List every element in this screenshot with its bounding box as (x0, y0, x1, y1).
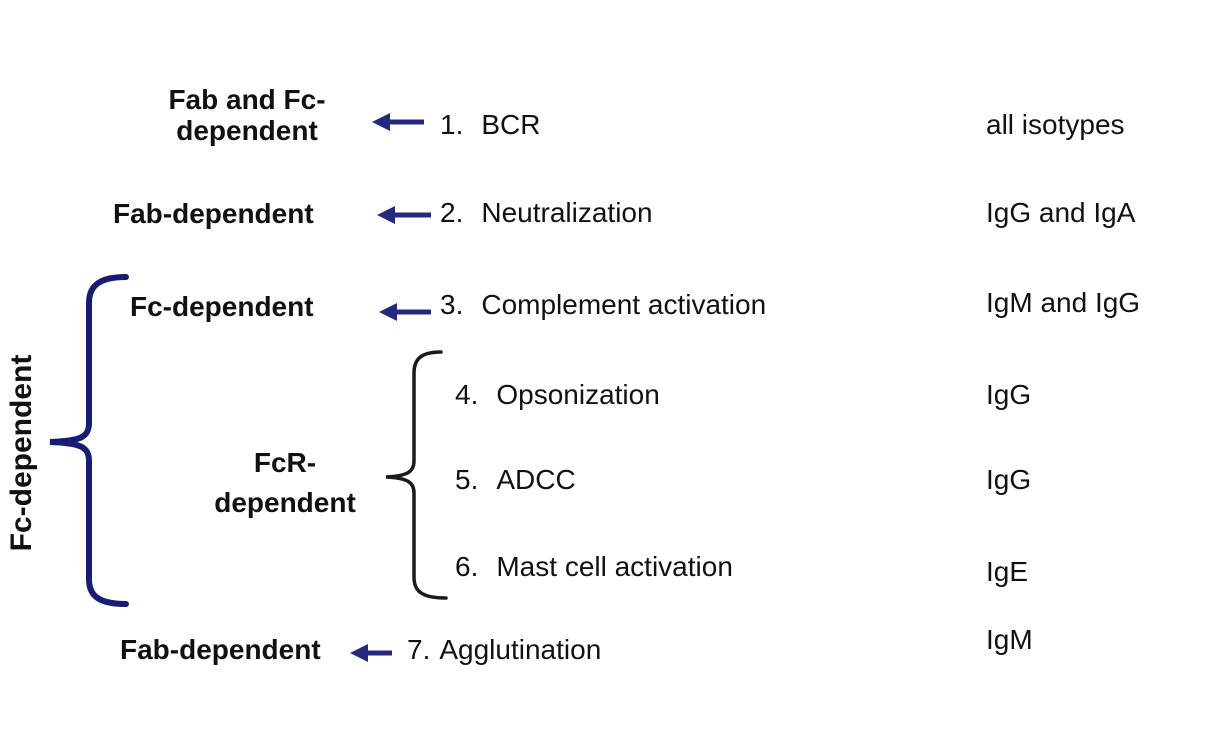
list-item-adcc: 5. ADCC (455, 464, 576, 496)
isotype-value-bcr: all isotypes (986, 109, 1125, 140)
arrow-head (350, 644, 368, 662)
left-arrow-icon (372, 113, 424, 131)
label-fab-and-fc-dependent: Fab and Fc- dependent (117, 84, 377, 146)
left-arrow-icon (350, 644, 392, 662)
left-arrow-icon (379, 303, 431, 321)
isotype-value-agglutination: IgM (986, 624, 1033, 655)
isotype-value-opsonization: IgG (986, 379, 1032, 410)
label-line: dependent (176, 115, 318, 146)
label-fab-dependent-neutralization: Fab-dependent (113, 198, 314, 229)
item-number: 5. (455, 464, 479, 495)
isotype-value-neutralization: IgG and IgA (986, 197, 1136, 228)
fcr-dependent-brace (385, 350, 448, 600)
isotype-value-adcc: IgG (986, 464, 1032, 495)
list-item-opsonization: 4. Opsonization (455, 379, 660, 411)
item-number: 7. (407, 634, 431, 665)
label-fcr-dependent: FcR- dependent (185, 443, 385, 523)
item-name: ADCC (496, 464, 576, 495)
arrow-head (377, 206, 395, 224)
item-name: Mast cell activation (496, 551, 733, 582)
list-item-agglutination: 7. Agglutination (407, 634, 601, 666)
item-name: Agglutination (439, 634, 602, 665)
label-fab-dependent-agglutination: Fab-dependent (120, 634, 321, 665)
item-name: Complement activation (481, 289, 767, 320)
left-arrow-icon (377, 206, 431, 224)
item-name: Neutralization (481, 197, 653, 228)
item-number: 2. (440, 197, 464, 228)
isotype-value-mast-cell: IgE (986, 556, 1029, 587)
label-line: FcR- (253, 447, 317, 478)
list-item-mast-cell-activation: 6. Mast cell activation (455, 551, 733, 583)
label-line: Fab and Fc- (168, 84, 326, 115)
list-item-complement-activation: 3. Complement activation (440, 289, 766, 321)
arrow-head (379, 303, 397, 321)
item-name: BCR (481, 109, 541, 140)
item-number: 6. (455, 551, 479, 582)
item-number: 4. (455, 379, 479, 410)
item-number: 1. (440, 109, 464, 140)
item-number: 3. (440, 289, 464, 320)
list-item-neutralization: 2. Neutralization (440, 197, 653, 229)
list-item-bcr: 1. BCR (440, 109, 540, 141)
isotype-value-complement: IgM and IgG (986, 287, 1141, 318)
label-fc-dependent-complement: Fc-dependent (130, 291, 314, 322)
item-name: Opsonization (496, 379, 660, 410)
fc-dependent-brace (49, 274, 129, 607)
arrow-head (372, 113, 390, 131)
label-line: dependent (214, 487, 356, 518)
